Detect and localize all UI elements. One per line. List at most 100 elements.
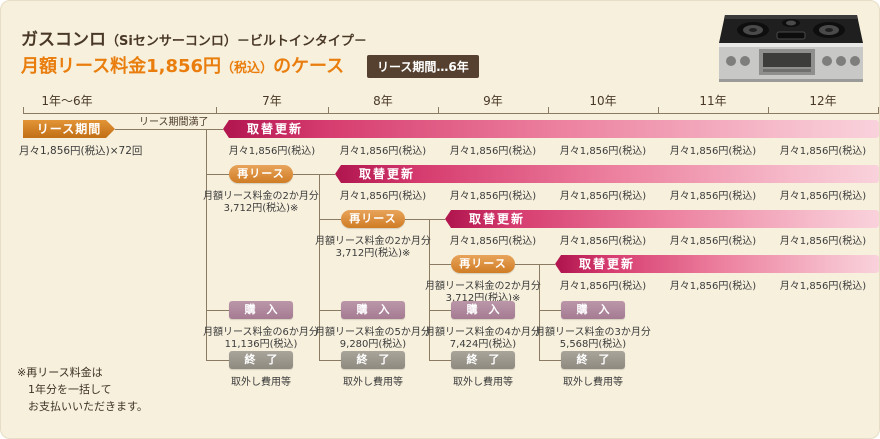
purchase-button-year9: 購 入 (451, 301, 515, 319)
end-button-year8: 終 了 (341, 351, 405, 369)
removal-cost-label: 取外し費用等 (231, 377, 291, 388)
monthly-fee-label: 月々1,856円(税込) (559, 236, 647, 247)
purchase-fee-line1: 月額リース料金の4か月分 (425, 327, 541, 338)
relend-pill-year8: 再リース (341, 210, 405, 228)
connector-line (293, 174, 335, 175)
end-button-year10: 終 了 (561, 351, 625, 369)
page-title: ガスコンロ（Siセンサーコンロ）－ビルトインタイプ－ (21, 25, 367, 50)
lease-expiry-label: リース期間満了 (139, 117, 209, 128)
renewal-bar-year7: 取替更新 (223, 120, 879, 138)
timeline-tick (216, 107, 217, 114)
purchase-button-year7: 購 入 (229, 301, 293, 319)
timeline-tick (658, 107, 659, 114)
monthly-fee-label: 月々1,856円(税込) (559, 191, 647, 202)
purchase-button-year8: 購 入 (341, 301, 405, 319)
footnote-line: ※再リース料金は (17, 366, 103, 379)
connector-line (115, 129, 223, 130)
connector-line (429, 360, 451, 361)
connector-line (319, 174, 320, 360)
monthly-fee-label: 月々1,856円(税込) (779, 236, 867, 247)
connector-line (206, 174, 229, 175)
footnote-line: 1年分を一括して (17, 383, 112, 396)
relend-pill-year9: 再リース (451, 255, 515, 273)
monthly-fee-label: 月々1,856円(税込) (228, 146, 316, 157)
monthly-fee-label: 月々1,856円(税込) (669, 236, 757, 247)
connector-line (206, 360, 229, 361)
purchase-fee-line2: 7,424円(税込) (449, 339, 517, 350)
monthly-fee-label: 月々1,856円(税込) (779, 281, 867, 292)
connector-line (319, 360, 341, 361)
monthly-fee-label: 月々1,856円(税込) (449, 236, 537, 247)
relend-fee-line1: 月額リース料金の2か月分 (425, 281, 541, 292)
relend-fee-line2: 3,712円(税込)※ (335, 248, 411, 259)
end-button-year9: 終 了 (451, 351, 515, 369)
purchase-fee-line1: 月額リース料金の3か月分 (535, 327, 651, 338)
monthly-fee-label: 月々1,856円(税込) (669, 191, 757, 202)
timeline-tick (438, 107, 439, 114)
relend-fee-line1: 月額リース料金の2か月分 (315, 236, 431, 247)
purchase-fee-line2: 11,136円(税込) (224, 339, 298, 350)
renewal-bar-year8: 取替更新 (335, 165, 879, 183)
timeline-tick (23, 107, 24, 114)
stove-image (715, 5, 867, 91)
year-label-10: 10年 (589, 94, 617, 108)
renewal-bar-year10: 取替更新 (555, 255, 879, 273)
lease-period-pill: リース期間 (23, 120, 115, 138)
year-label-12: 12年 (809, 94, 837, 108)
connector-line (429, 264, 451, 265)
connector-line (539, 264, 540, 360)
monthly-fee-label: 月々1,856円(税込) (559, 281, 647, 292)
removal-cost-label: 取外し費用等 (563, 377, 623, 388)
connector-line (539, 310, 561, 311)
year-label-11: 11年 (699, 94, 727, 108)
purchase-fee-line1: 月額リース料金の5か月分 (315, 327, 431, 338)
monthly-fee-label: 月々1,856円(税込) (339, 146, 427, 157)
purchase-fee-line2: 5,568円(税込) (559, 339, 627, 350)
purchase-fee-line1: 月額リース料金の6か月分 (203, 327, 319, 338)
lease-term-badge: リース期間…6年 (367, 55, 479, 78)
relend-fee-line2: 3,712円(税込)※ (223, 203, 299, 214)
monthly-fee-label: 月々1,856円(税込) (449, 191, 537, 202)
connector-line (206, 129, 207, 360)
timeline-axis (23, 113, 879, 114)
subtitle-tax: （税込） (221, 61, 274, 76)
page-subtitle: 月額リース料金1,856円（税込）のケース (21, 52, 344, 78)
subtitle-amount: 月額リース料金1,856円 (21, 56, 222, 77)
year-label-7: 7年 (262, 94, 282, 108)
connector-line (429, 219, 430, 360)
monthly-fee-label: 月々1,856円(税込) (449, 146, 537, 157)
connector-line (539, 360, 561, 361)
year-label-8: 8年 (373, 94, 393, 108)
timeline-tick (328, 107, 329, 114)
relend-fee-line1: 月額リース料金の2か月分 (203, 191, 319, 202)
renewal-bar-year9: 取替更新 (445, 210, 879, 228)
connector-line (405, 219, 445, 220)
page-title-main: ガスコンロ (21, 30, 106, 50)
connector-line (319, 219, 341, 220)
purchase-fee-line2: 9,280円(税込) (339, 339, 407, 350)
timeline-tick (878, 107, 879, 114)
page-title-sub: （Siセンサーコンロ）－ビルトインタイプ－ (106, 34, 367, 49)
stove-illustration (719, 15, 863, 82)
end-button-year7: 終 了 (229, 351, 293, 369)
timeline-tick (548, 107, 549, 114)
removal-cost-label: 取外し費用等 (453, 377, 513, 388)
year-label-1-6: 1年～6年 (41, 94, 93, 108)
monthly-fee-label: 月々1,856円(税込) (669, 281, 757, 292)
subtitle-case: のケース (273, 56, 345, 77)
monthly-fee-label: 月々1,856円(税込) (339, 191, 427, 202)
timeline-tick (768, 107, 769, 114)
monthly-fee-label: 月々1,856円(税込) (559, 146, 647, 157)
connector-line (429, 310, 451, 311)
removal-cost-label: 取外し費用等 (343, 377, 403, 388)
monthly-fee-label: 月々1,856円(税込) (669, 146, 757, 157)
purchase-button-year10: 購 入 (561, 301, 625, 319)
connector-line (515, 264, 555, 265)
lease-detail: 月々1,856円(税込)×72回 (19, 145, 143, 157)
connector-line (206, 310, 229, 311)
monthly-fee-label: 月々1,856円(税込) (779, 191, 867, 202)
relend-pill-year7: 再リース (229, 165, 293, 183)
year-label-9: 9年 (483, 94, 503, 108)
connector-line (319, 310, 341, 311)
